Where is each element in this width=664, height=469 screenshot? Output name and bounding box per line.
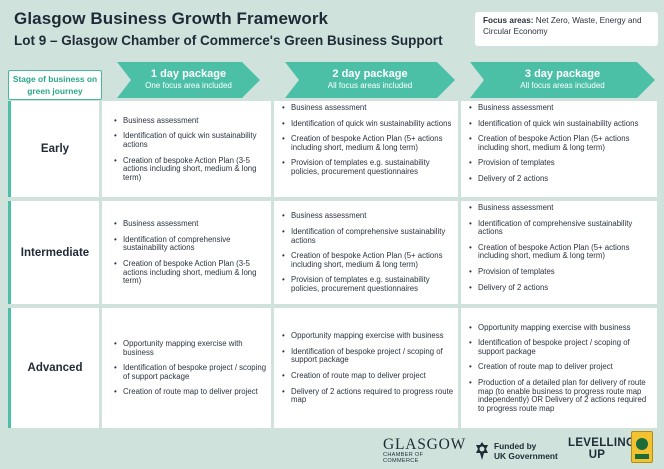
chamber-wordmark: CHAMBER OF COMMERCE bbox=[383, 452, 424, 464]
cell-early-3day: Business assessment Identification of qu… bbox=[461, 101, 657, 197]
focus-areas-label: Focus areas: bbox=[483, 16, 534, 25]
package-grid: Early Business assessment Identification… bbox=[8, 101, 658, 430]
package-subtitle: All focus areas included bbox=[520, 81, 605, 90]
list-item: Creation of route map to deliver project bbox=[469, 363, 653, 372]
list-item: Creation of bespoke Action Plan (5+ acti… bbox=[469, 134, 653, 152]
stage-early: Early bbox=[8, 101, 99, 197]
cell-intermediate-2day: Business assessment Identification of co… bbox=[274, 201, 458, 304]
focus-areas-box: Focus areas: Net Zero, Waste, Energy and… bbox=[475, 12, 658, 46]
focus-areas-text: Net Zero, Waste, Energy and Circular Eco… bbox=[483, 16, 642, 36]
list-item: Provision of templates bbox=[469, 159, 653, 168]
list-item: Business assessment bbox=[114, 116, 267, 126]
list-item: Creation of bespoke Action Plan (3-5 act… bbox=[114, 259, 267, 286]
list-item: Identification of comprehensive sustaina… bbox=[282, 227, 454, 245]
package-title: 2 day package bbox=[332, 68, 408, 80]
list-item: Delivery of 2 actions bbox=[469, 174, 653, 184]
list-item: Identification of quick win sustainabili… bbox=[282, 119, 454, 129]
list-item: Opportunity mapping exercise with busine… bbox=[282, 332, 454, 341]
stage-column-header: Stage of business on green journey bbox=[8, 70, 102, 100]
title-block: Glasgow Business Growth Framework Lot 9 … bbox=[14, 9, 464, 48]
list-item: Creation of bespoke Action Plan (5+ acti… bbox=[282, 251, 454, 269]
list-item: Business assessment bbox=[282, 103, 454, 113]
list-item: Business assessment bbox=[282, 212, 454, 221]
cell-advanced-1day: Opportunity mapping exercise with busine… bbox=[102, 308, 271, 428]
royal-crest-icon bbox=[476, 442, 488, 460]
list-item: Identification of quick win sustainabili… bbox=[114, 131, 267, 149]
list-item: Business assessment bbox=[114, 220, 267, 229]
cell-early-2day: Business assessment Identification of qu… bbox=[274, 101, 458, 197]
page-title: Glasgow Business Growth Framework bbox=[14, 9, 329, 28]
glasgow-wordmark: GLASGOW bbox=[383, 436, 467, 453]
glasgow-badge-icon bbox=[631, 431, 653, 463]
list-item: Identification of comprehensive sustaina… bbox=[469, 219, 653, 237]
funded-by-uk-government-logo: Funded by UK Government bbox=[474, 437, 560, 465]
funded-line-1: Funded by bbox=[494, 441, 537, 451]
cell-intermediate-3day: Business assessment Identification of co… bbox=[461, 201, 657, 304]
cell-advanced-2day: Opportunity mapping exercise with busine… bbox=[274, 308, 458, 428]
funded-line-2: UK Government bbox=[494, 451, 558, 461]
list-item: Provision of templates bbox=[469, 267, 653, 277]
package-header-2-day: 2 day package All focus areas included bbox=[285, 62, 455, 98]
list-item: Provision of templates e.g. sustainabili… bbox=[282, 276, 454, 293]
stage-advanced: Advanced bbox=[8, 308, 99, 428]
package-title: 1 day package bbox=[150, 68, 227, 80]
cell-early-1day: Business assessment Identification of qu… bbox=[102, 101, 271, 197]
cell-intermediate-1day: Business assessment Identification of co… bbox=[102, 201, 271, 304]
package-title: 3 day package bbox=[524, 68, 601, 80]
levelling-line-2: UP bbox=[588, 449, 606, 461]
list-item: Creation of bespoke Action Plan (3-5 act… bbox=[114, 156, 267, 183]
list-item: Creation of bespoke Action Plan (5+ acti… bbox=[469, 243, 653, 261]
cell-advanced-3day: Opportunity mapping exercise with busine… bbox=[461, 308, 657, 428]
package-subtitle: All focus areas included bbox=[327, 81, 413, 90]
list-item: Identification of quick win sustainabili… bbox=[469, 119, 653, 129]
list-item: Identification of bespoke project / scop… bbox=[114, 363, 267, 381]
list-item: Opportunity mapping exercise with busine… bbox=[469, 323, 653, 333]
list-item: Delivery of 2 actions bbox=[469, 283, 653, 293]
list-item: Business assessment bbox=[469, 203, 653, 213]
package-subtitle: One focus area included bbox=[145, 81, 232, 90]
page-subtitle: Lot 9 – Glasgow Chamber of Commerce's Gr… bbox=[14, 33, 443, 48]
list-item: Identification of comprehensive sustaina… bbox=[114, 235, 267, 253]
glasgow-chamber-logo: GLASGOW CHAMBER OF COMMERCE bbox=[383, 436, 467, 465]
stage-intermediate: Intermediate bbox=[8, 201, 99, 304]
list-item: Production of a detailed plan for delive… bbox=[469, 378, 653, 413]
list-item: Creation of route map to deliver project bbox=[282, 371, 454, 381]
levelling-up-logo: LEVELLING UP bbox=[568, 437, 636, 465]
package-header-1-day: 1 day package One focus area included bbox=[117, 62, 260, 98]
list-item: Provision of templates e.g. sustainabili… bbox=[282, 159, 454, 176]
list-item: Business assessment bbox=[469, 103, 653, 113]
package-header-3-day: 3 day package All focus areas included bbox=[470, 62, 655, 98]
list-item: Identification of bespoke project / scop… bbox=[469, 338, 653, 356]
list-item: Opportunity mapping exercise with busine… bbox=[114, 339, 267, 357]
list-item: Creation of bespoke Action Plan (5+ acti… bbox=[282, 134, 454, 152]
list-item: Creation of route map to deliver project bbox=[114, 388, 267, 397]
list-item: Delivery of 2 actions required to progre… bbox=[282, 387, 454, 405]
list-item: Identification of bespoke project / scop… bbox=[282, 347, 454, 365]
levelling-line-1: LEVELLING bbox=[568, 437, 636, 449]
